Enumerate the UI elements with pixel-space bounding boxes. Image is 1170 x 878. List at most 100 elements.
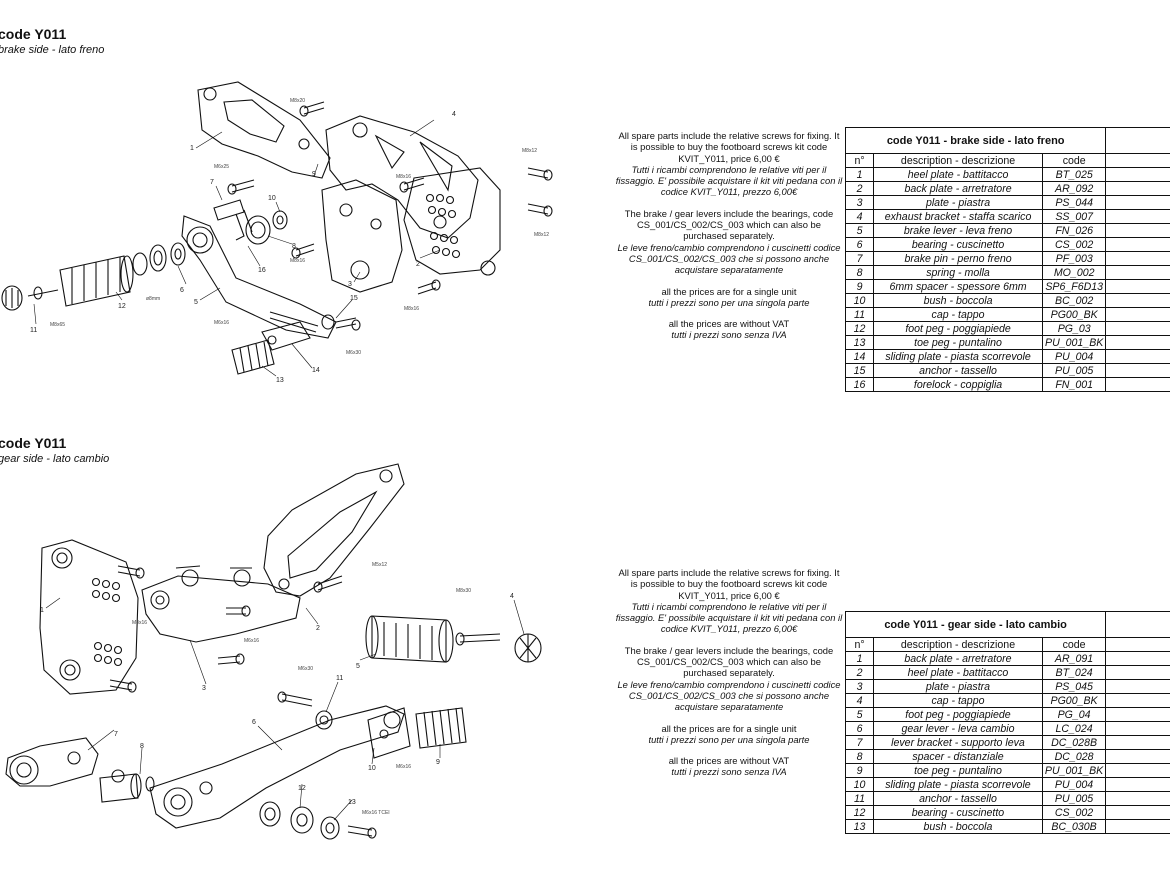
brake-dim-label: M6x30 xyxy=(346,350,361,356)
gear-callout-2: 2 xyxy=(316,625,320,632)
gear-callout-11: 11 xyxy=(336,675,343,682)
table-cell-code: PU_005 xyxy=(1042,363,1107,378)
note-text: The brake / gear levers include the bear… xyxy=(624,207,834,242)
brake-callout-5: 5 xyxy=(194,299,198,306)
brake-dim-label: M8x16 xyxy=(404,306,419,312)
note-text: all the prices are for a single unit xyxy=(661,285,797,297)
table-cell-code: BC_002 xyxy=(1042,293,1107,308)
brake-callout-13: 13 xyxy=(276,377,284,384)
gear-callout-8: 8 xyxy=(140,743,144,750)
gear-lever-bracket xyxy=(6,738,98,786)
gear-dim-label: M8x30 xyxy=(456,588,471,594)
brake-parts-table: code Y011 - brake side - lato freno n° d… xyxy=(844,127,1170,392)
table-cell-price xyxy=(1105,265,1170,280)
note-text: All spare parts include the relative scr… xyxy=(618,567,840,601)
table-cell-num: 4 xyxy=(844,693,875,708)
brake-exploded-diagram: 1 2 3 4 5 6 7 8 9 10 11 12 13 14 15 16 M… xyxy=(0,60,600,384)
table-cell-code: PG_04 xyxy=(1041,707,1107,722)
gear-lever xyxy=(150,706,404,828)
gear-dim-label: M8x16 xyxy=(132,620,147,626)
table-cell-num: 9 xyxy=(844,279,875,294)
note-text: Tutti i ricambi comprendono le relative … xyxy=(615,163,843,198)
table-cell-desc: heel plate - battitacco xyxy=(873,167,1044,182)
table-header: n° xyxy=(844,153,875,168)
table-cell-desc: sliding plate - piasta scorrevole xyxy=(873,777,1043,792)
gear-foot-peg xyxy=(366,616,453,662)
table-cell-num: 10 xyxy=(844,777,875,792)
table-cell-code: MO_002 xyxy=(1042,265,1107,280)
table-cell-desc: back plate - arretratore xyxy=(873,651,1043,666)
table-cell-num: 12 xyxy=(844,805,875,820)
gear-back-plate xyxy=(40,540,138,694)
brake-callout-12: 12 xyxy=(118,303,126,310)
note-text: tutti i prezzi sono senza IVA xyxy=(671,766,787,778)
table-cell-desc: plate - piastra xyxy=(873,679,1043,694)
brake-callout-6: 6 xyxy=(180,287,184,294)
gear-dim-label: M6x16 xyxy=(244,638,259,644)
table-cell-code: PG00_BK xyxy=(1042,307,1107,322)
table-cell-price xyxy=(1105,665,1170,680)
table-cell-desc: foot peg - poggiapiede xyxy=(873,321,1044,336)
table-cell-code: BT_025 xyxy=(1042,167,1107,182)
table-cell-num: 11 xyxy=(844,307,875,322)
table-cell-price xyxy=(1105,167,1170,182)
table-header: code xyxy=(1042,153,1107,168)
brake-heel-plate xyxy=(198,82,330,178)
gear-toe-peg xyxy=(416,708,466,748)
table-caption: code Y011 - gear side - lato cambio xyxy=(844,611,1107,638)
gear-callout-1: 1 xyxy=(40,607,44,614)
table-cell-price xyxy=(1105,237,1170,252)
table-cell-num: 14 xyxy=(844,349,875,364)
gear-callout-3: 3 xyxy=(202,685,206,692)
brake-callout-15: 15 xyxy=(350,295,358,302)
table-cell-desc: toe peg - puntalino xyxy=(873,335,1044,350)
table-cell-code: FN_001 xyxy=(1042,377,1107,392)
gear-exploded-diagram: 1 2 3 4 5 6 7 8 9 10 11 12 13 M5x12 M8x3… xyxy=(0,458,600,868)
table-cell-num: 6 xyxy=(844,237,875,252)
table-cell-desc: spacer - distanziale xyxy=(873,749,1043,764)
brake-callout-8: 8 xyxy=(292,243,296,250)
table-cell-desc: back plate - arretratore xyxy=(873,181,1044,196)
table-cell-code: PG_03 xyxy=(1042,321,1107,336)
brake-callout-16: 16 xyxy=(258,267,266,274)
brake-lever xyxy=(182,216,336,338)
table-cell-desc: brake lever - leva freno xyxy=(873,223,1044,238)
table-cell-price xyxy=(1105,819,1170,834)
table-cell-code: SP6_F6D13 xyxy=(1042,279,1107,294)
table-cell-code: DC_028 xyxy=(1041,749,1107,764)
table-cell-desc: exhaust bracket - staffa scarico xyxy=(873,209,1044,224)
table-cell-price xyxy=(1105,651,1170,666)
table-cell-code: CS_002 xyxy=(1042,237,1107,252)
note-text: Le leve freno/cambio comprendono i cusci… xyxy=(617,678,841,713)
brake-dim-label: M8x12 xyxy=(534,232,549,238)
brake-callout-14: 14 xyxy=(312,367,320,374)
table-cell-desc: anchor - tassello xyxy=(873,363,1044,378)
gear-spacer xyxy=(100,770,154,802)
brake-dim-label: M8x16 xyxy=(396,174,411,180)
brake-section-subtitle: brake side - lato freno xyxy=(0,44,105,56)
gear-sliding-plate xyxy=(368,708,410,758)
table-cell-desc: 6mm spacer - spessore 6mm xyxy=(873,279,1044,294)
table-cell-code: PU_001_BK xyxy=(1041,763,1107,778)
table-cell-code: PU_005 xyxy=(1041,791,1107,806)
table-cell-num: 3 xyxy=(844,679,875,694)
table-cell-desc: cap - tappo xyxy=(873,693,1043,708)
table-cell-num: 7 xyxy=(844,251,875,266)
brake-callout-7: 7 xyxy=(210,179,214,186)
table-cell-num: 13 xyxy=(844,335,875,350)
gear-callout-7: 7 xyxy=(114,731,118,738)
table-cell-desc: plate - piastra xyxy=(873,195,1044,210)
table-cell-price xyxy=(1105,707,1170,722)
